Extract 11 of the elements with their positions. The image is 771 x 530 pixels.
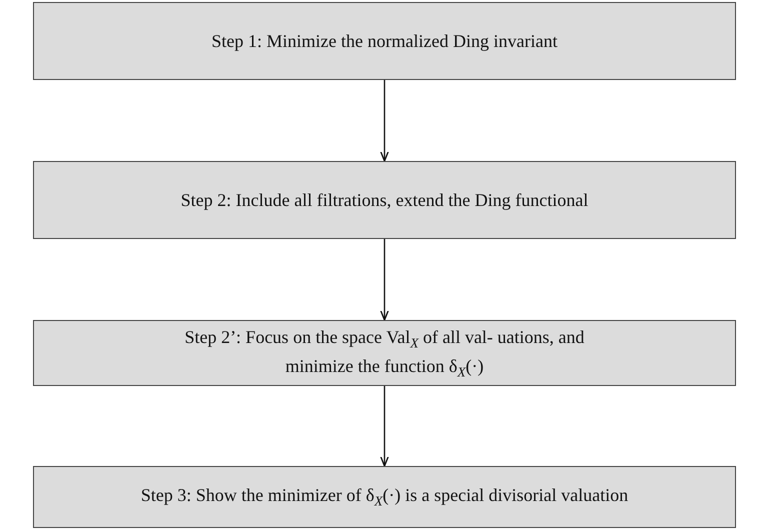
process-box (33, 2, 736, 80)
process-box (33, 466, 736, 528)
process-box (33, 320, 736, 386)
step-text: Step 3: Show the minimizer of δ$_{X}$(·) is a special divisorial valuation (140, 484, 628, 512)
step-text: Step 1: Minimize the normalized Ding invariant (212, 30, 558, 53)
process-box (33, 161, 736, 239)
arrow (380, 80, 389, 162)
step-text: Step 2’: Focus on the space Val$_{X}$ of all val- uations, and minimize the function δ$_{X}$(·) (184, 326, 586, 382)
arrow (380, 239, 389, 321)
arrow (380, 386, 389, 467)
step-text: Step 2: Include all filtrations, extend the Ding functional (180, 188, 588, 212)
